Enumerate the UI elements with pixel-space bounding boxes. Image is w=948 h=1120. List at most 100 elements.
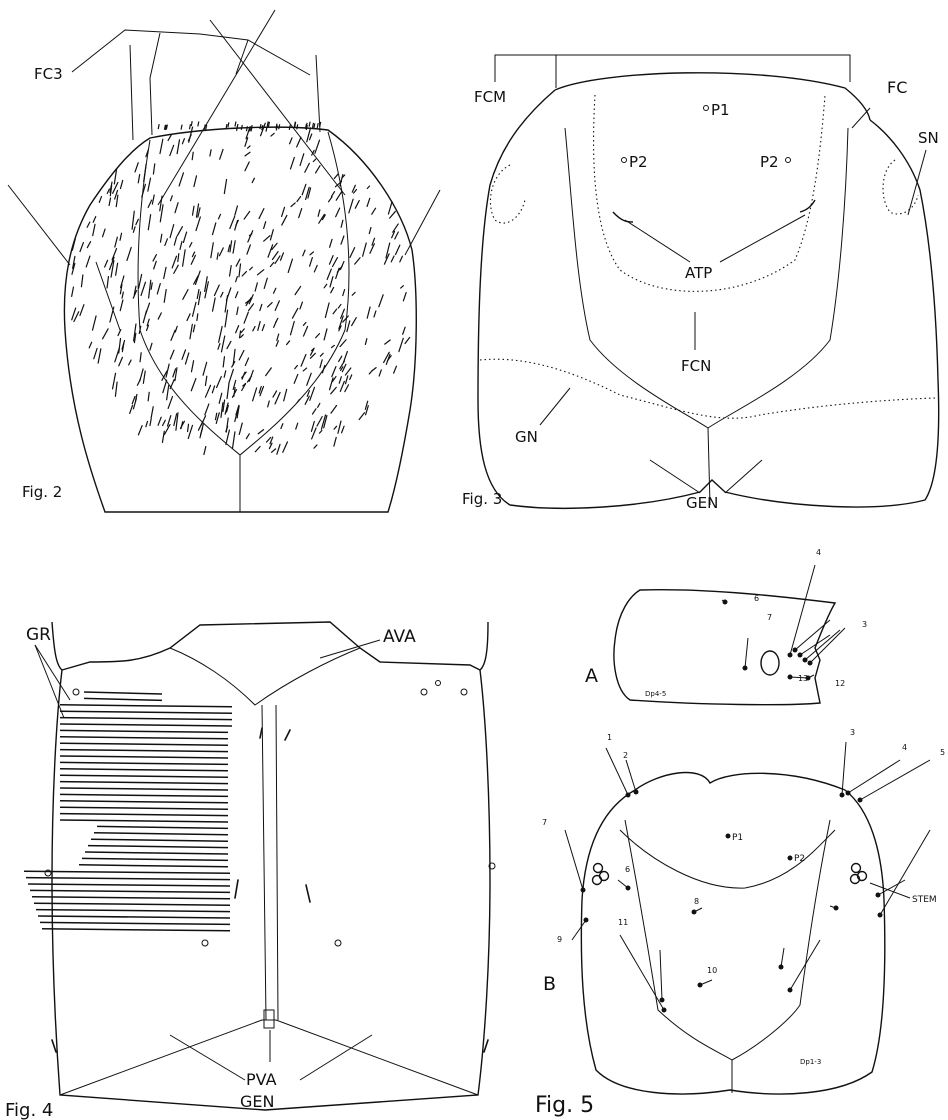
fig2-seta <box>162 431 164 442</box>
fig2-seta <box>296 423 298 429</box>
fig2-seta <box>310 387 315 400</box>
fig4-groove-line <box>26 878 230 880</box>
fig2-seta <box>258 322 260 331</box>
fig2-seta <box>180 241 182 249</box>
fig2-seta <box>319 430 321 433</box>
fig4-groove-line <box>60 743 228 745</box>
fig5b-seta-10: 10 <box>707 966 717 975</box>
fig2-seta <box>168 135 171 141</box>
fig2-seta <box>192 252 194 257</box>
fig4-seta <box>260 728 262 738</box>
fig2-seta <box>167 386 169 400</box>
fig4-gen-leader <box>170 1035 245 1080</box>
fig2-seta <box>333 309 337 314</box>
fig3-antennal-pit-left <box>613 212 633 222</box>
fig2-seta <box>302 184 306 194</box>
fig5b-anterior <box>635 773 845 790</box>
fig3-antennal-pit-right <box>800 200 815 212</box>
fig2-seta <box>295 286 301 294</box>
fig2-seta <box>281 424 283 429</box>
fig2-seta <box>211 243 213 258</box>
fig2-seta <box>175 203 178 213</box>
fig4-groove-line <box>60 737 228 739</box>
fig5b-seta-4: 4 <box>902 743 907 752</box>
fig2-seta <box>170 350 174 359</box>
fig2-seta <box>309 122 310 127</box>
fig5-label-b: B <box>543 973 556 995</box>
fig2-seta <box>148 392 149 400</box>
fig2-seta <box>195 271 200 284</box>
fig5-seta-socket <box>840 793 845 798</box>
fig2-seta <box>188 424 189 431</box>
fig2-seta <box>363 243 367 256</box>
fig2-seta <box>226 288 230 300</box>
fig5-seta <box>790 565 815 655</box>
fig2-fc3-leader-branch <box>236 40 248 74</box>
fig2-seta <box>352 318 357 326</box>
fig5-seta <box>860 760 930 800</box>
fig2-seta <box>148 200 151 207</box>
fig5b-seta-6: 6 <box>625 865 630 874</box>
fig2-seta <box>352 292 355 295</box>
fig2-seta <box>146 421 148 426</box>
fig2-seta <box>132 396 135 403</box>
fig2-seta <box>282 207 285 216</box>
fig2-seta <box>300 302 302 309</box>
fig2-seta <box>221 336 224 352</box>
fig2-seta <box>299 209 302 218</box>
fig2-seta <box>115 382 117 396</box>
fig3-label-p2-right: P2 <box>760 153 779 171</box>
fig2-seta <box>107 277 108 288</box>
fig2-seta <box>205 404 209 415</box>
fig2-seta <box>213 223 216 235</box>
fig2-seta <box>196 217 200 231</box>
fig2-seta <box>93 316 97 330</box>
fig2-seta <box>248 146 250 148</box>
fig4-groove-line <box>60 814 228 816</box>
fig2-seta <box>283 442 288 452</box>
fig2-seta <box>74 312 79 322</box>
fig5-seta-socket <box>846 791 851 796</box>
fig2-seta <box>281 253 284 260</box>
fig2-seta <box>331 405 337 413</box>
fig4-seta-socket <box>202 940 208 946</box>
fig5-seta-socket <box>626 793 631 798</box>
fig2-seta <box>86 256 90 267</box>
fig2-seta <box>135 163 138 172</box>
fig3-gn-leader <box>540 388 570 425</box>
fig2-frontoclypeus <box>138 132 349 455</box>
fig4-groove-line <box>34 903 230 905</box>
fig5-seta-socket <box>698 983 703 988</box>
fig5-label-p1: P1 <box>732 833 743 843</box>
fig2-seta <box>136 394 137 400</box>
fig2-seta <box>215 413 216 419</box>
fig5-seta-socket <box>858 798 863 803</box>
fig2-seta <box>264 222 266 229</box>
fig4-midline-right <box>276 705 278 1020</box>
fig2-seta <box>194 176 197 187</box>
fig2-seta <box>253 388 257 401</box>
fig2-seta <box>229 369 233 383</box>
fig5a-seta-7: 7 <box>767 613 772 622</box>
fig5a-seta-13: 13 <box>798 674 808 683</box>
fig2-seta <box>345 385 349 392</box>
fig2-seta <box>227 383 229 398</box>
fig2-seta <box>133 227 135 232</box>
fig5-seta <box>790 940 820 990</box>
fig2-seta <box>72 287 74 296</box>
fig5-seta-socket <box>878 913 883 918</box>
fig2-seta <box>170 196 172 201</box>
fig5-seta <box>848 760 900 793</box>
fig2-seta <box>310 258 313 267</box>
fig2-seta <box>374 311 376 317</box>
fig2-seta <box>255 283 257 291</box>
fig3-label-p1: P1 <box>711 101 730 119</box>
fig2-seta <box>177 140 179 154</box>
fig2-seta <box>158 417 161 425</box>
fig5-seta-socket <box>803 658 808 663</box>
fig2-seta <box>310 134 312 140</box>
fig2-long-seta <box>150 78 152 135</box>
fig2-seta <box>367 198 370 206</box>
fig5-seta-socket <box>723 600 728 605</box>
fig2-seta <box>187 314 190 321</box>
